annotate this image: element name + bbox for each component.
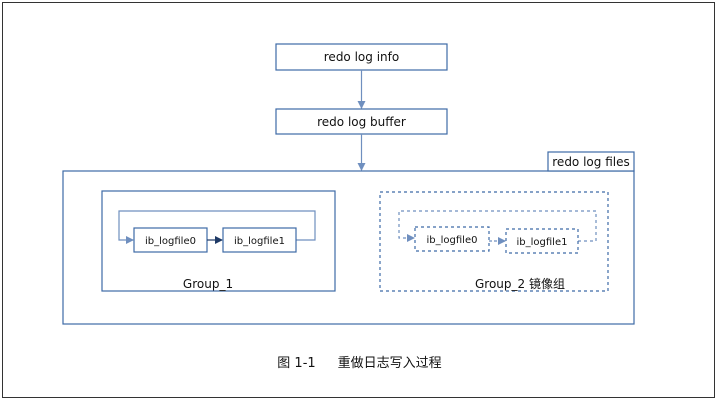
figure-frame <box>2 2 715 398</box>
redo-log-files-tag: redo log files <box>547 151 635 172</box>
redo-log-buffer-label: redo log buffer <box>317 115 406 129</box>
figure-title: 重做日志写入过程 <box>337 356 442 371</box>
group-1-logfile1-label: ib_logfile1 <box>234 236 285 247</box>
group-2-logfile1-label: ib_logfile1 <box>517 237 568 248</box>
figure-caption: 图 1-1 重做日志写入过程 <box>0 352 719 371</box>
redo-log-info-node: redo log info <box>275 43 448 71</box>
redo-log-files-container <box>62 170 635 325</box>
group-2-logfile0-label: ib_logfile0 <box>427 235 478 246</box>
group-2-logfile1: ib_logfile1 <box>505 228 579 254</box>
group-1-logfile1: ib_logfile1 <box>222 227 297 253</box>
figure-number: 图 1-1 <box>277 356 316 371</box>
group-1-logfile0: ib_logfile0 <box>133 227 208 253</box>
group-2: ib_logfile0 ib_logfile1 Group_2 镜像组 <box>379 191 609 292</box>
group-2-cycle-arrow <box>398 210 597 242</box>
redo-log-buffer-node: redo log buffer <box>275 108 448 135</box>
group-2-label: Group_2 镜像组 <box>475 276 565 291</box>
group-1-label: Group_1 <box>183 277 233 291</box>
group-1-cycle-arrow <box>118 210 316 244</box>
redo-log-info-label: redo log info <box>324 50 399 64</box>
group-1-logfile0-label: ib_logfile0 <box>145 236 196 247</box>
group-2-logfile0: ib_logfile0 <box>414 226 490 252</box>
redo-log-files-label: redo log files <box>552 155 629 169</box>
group-1: ib_logfile0 ib_logfile1 Group_1 <box>101 190 336 292</box>
